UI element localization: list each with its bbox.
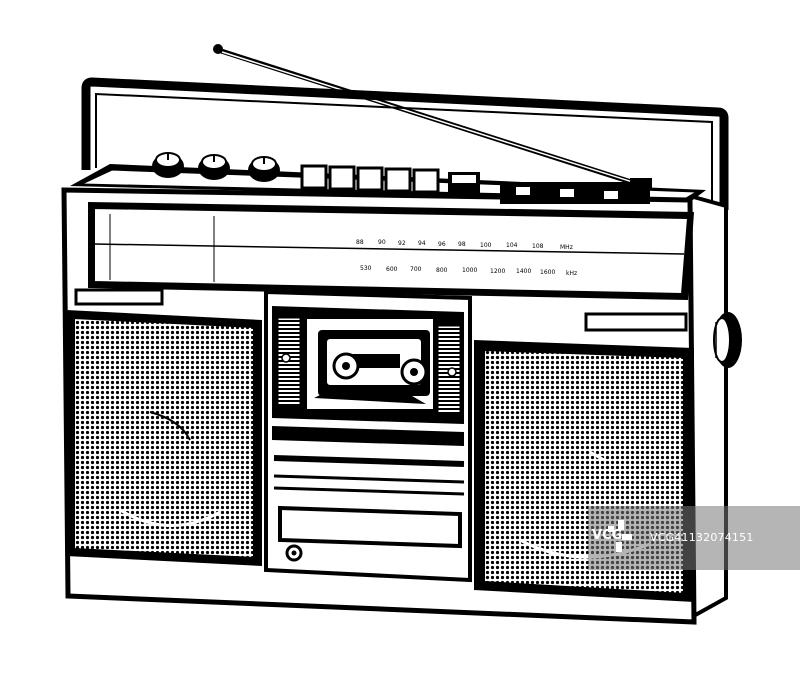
am-scale-label: 800	[436, 267, 448, 274]
tuning-dial-window	[88, 202, 694, 300]
am-scale-label: 1600	[540, 269, 555, 276]
am-scale-label: 700	[410, 266, 422, 273]
watermark-brand: VCG	[592, 528, 623, 543]
fm-scale-label: 100	[480, 242, 492, 249]
side-tuning-knob	[713, 312, 742, 368]
am-scale-label: kHz	[566, 270, 577, 277]
knob-3	[248, 156, 280, 182]
fm-scale-label: 108	[532, 243, 544, 250]
fm-scale-label: 88	[356, 239, 364, 246]
headphone-jack-icon	[285, 544, 303, 562]
cassette-reel-right	[400, 358, 428, 386]
cassette-piano-keys	[300, 164, 480, 196]
vcg-logo-icon	[608, 520, 632, 552]
cassette-reel-left	[332, 352, 360, 380]
trim-strips	[74, 288, 688, 332]
fm-scale-label: 90	[378, 239, 386, 246]
fm-scale-label: 92	[398, 240, 406, 247]
fm-scale-label: 98	[458, 241, 466, 248]
knob-2	[198, 154, 230, 180]
carry-handle	[81, 77, 729, 210]
deck-lower-panel	[272, 426, 465, 562]
am-scale: 530 600 700 800 1000 1200 1400 1600 kHz	[360, 265, 577, 277]
fm-scale: 88 90 92 94 96 98 100 104 108 MHz	[356, 239, 573, 251]
am-scale-label: 1000	[462, 267, 477, 274]
fm-scale-label: 94	[418, 240, 426, 247]
knob-1	[152, 152, 184, 178]
cassette-window	[305, 317, 435, 411]
band-switches	[500, 182, 650, 204]
fm-scale-label: MHz	[560, 244, 573, 251]
control-knobs	[152, 152, 280, 182]
fm-scale-label: 96	[438, 241, 446, 248]
left-speaker	[66, 310, 262, 566]
am-scale-label: 600	[386, 266, 398, 273]
am-scale-label: 530	[360, 265, 372, 272]
am-scale-label: 1400	[516, 268, 531, 275]
am-scale-label: 1200	[490, 268, 505, 275]
watermark-id: VCG41132074151	[650, 531, 754, 544]
fm-scale-label: 104	[506, 242, 518, 249]
watermark-banner: VCG VCG41132074151	[588, 506, 800, 570]
